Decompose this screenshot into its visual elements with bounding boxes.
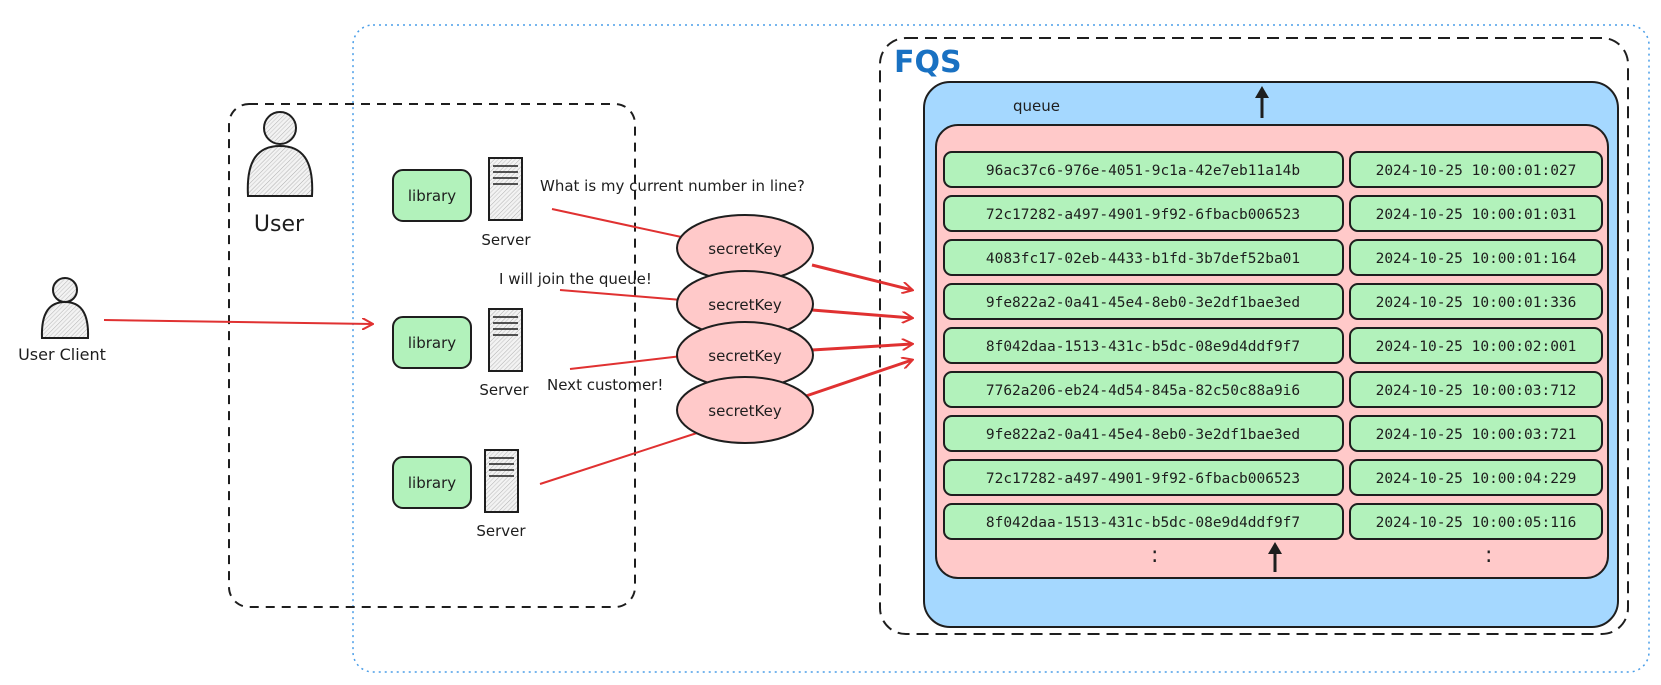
queue-entry-row: 72c17282-a497-4901-9f92-6fbacb006523 2024… <box>943 459 1603 496</box>
key-to-fqs-arrow-3 <box>811 344 912 352</box>
secret-key-3: secretKey <box>676 321 814 389</box>
library-box <box>392 169 472 222</box>
queue-label: queue <box>1013 97 1060 115</box>
message-next-customer: Next customer! <box>547 376 663 394</box>
entry-timestamp: 2024-10-25 10:00:03:712 <box>1376 383 1577 399</box>
user-group <box>228 103 636 608</box>
entry-id-box <box>943 239 1344 276</box>
entry-id: 96ac37c6-976e-4051-9c1a-42e7eb11a14b <box>986 163 1300 179</box>
server-to-key-line-4 <box>539 431 701 485</box>
server-label: Server <box>479 381 529 399</box>
fqs-title: FQS <box>894 45 962 80</box>
entry-timestamp-box <box>1349 415 1603 452</box>
entry-id: 72c17282-a497-4901-9f92-6fbacb006523 <box>986 207 1300 223</box>
user-client-label: User Client <box>18 345 106 364</box>
entry-id: 8f042daa-1513-431c-b5dc-08e9d4ddf9f7 <box>986 515 1300 531</box>
entry-timestamp-box <box>1349 151 1603 188</box>
library-box <box>392 316 472 369</box>
entry-timestamp-box <box>1349 283 1603 320</box>
entry-timestamp: 2024-10-25 10:00:01:027 <box>1376 163 1577 179</box>
service-instance-1: library Server <box>392 157 531 249</box>
server-icon <box>488 308 523 372</box>
queue-entry-row: 9fe822a2-0a41-45e4-8eb0-3e2df1bae3ed 2024… <box>943 415 1603 452</box>
secret-key-label: secretKey <box>708 296 782 314</box>
queue-entry-row: 7762a206-eb24-4d54-845a-82c50c88a9i6 2024… <box>943 371 1603 408</box>
entry-id-box <box>943 415 1344 452</box>
entry-id: 9fe822a2-0a41-45e4-8eb0-3e2df1bae3ed <box>986 427 1300 443</box>
entry-timestamp-box <box>1349 239 1603 276</box>
entry-id-box <box>943 327 1344 364</box>
client-to-library-arrow <box>103 320 372 324</box>
message-join-queue: I will join the queue! <box>499 270 652 288</box>
entry-id-box <box>943 283 1344 320</box>
secret-key-1: secretKey <box>676 214 814 282</box>
user-label: User <box>254 212 305 237</box>
queue-rows: 96ac37c6-976e-4051-9c1a-42e7eb11a14b 2024… <box>943 151 1603 540</box>
secret-key-label: secretKey <box>708 240 782 258</box>
library-label: library <box>408 334 456 352</box>
entry-id-box <box>943 503 1344 540</box>
entry-id-box <box>943 195 1344 232</box>
secret-key-label: secretKey <box>708 347 782 365</box>
server-to-key-line-3 <box>569 355 683 370</box>
server-icon <box>488 157 523 221</box>
user-icon <box>246 111 314 197</box>
entry-id-box <box>943 151 1344 188</box>
entry-timestamp: 2024-10-25 10:00:02:001 <box>1376 339 1577 355</box>
entry-id: 7762a206-eb24-4d54-845a-82c50c88a9i6 <box>986 383 1300 399</box>
user-client-icon <box>40 277 90 339</box>
service-instance-2: library Server <box>392 308 529 399</box>
server-icon <box>484 449 519 513</box>
system-boundary <box>352 24 1650 673</box>
entry-timestamp: 2024-10-25 10:00:01:031 <box>1376 207 1577 223</box>
library-label: library <box>408 474 456 492</box>
secret-key-label: secretKey <box>708 402 782 420</box>
server-label: Server <box>481 231 531 249</box>
entry-timestamp: 2024-10-25 10:00:04:229 <box>1376 471 1577 487</box>
queue-entry-row: 9fe822a2-0a41-45e4-8eb0-3e2df1bae3ed 2024… <box>943 283 1603 320</box>
key-to-fqs-arrow-1 <box>811 263 912 290</box>
library-box <box>392 456 472 509</box>
fqs-group <box>879 37 1629 635</box>
queue-top-arrow-icon <box>1255 86 1269 118</box>
secret-key-4: secretKey <box>676 376 814 444</box>
entry-timestamp: 2024-10-25 10:00:01:164 <box>1376 251 1577 267</box>
queue-entry-row: 8f042daa-1513-431c-b5dc-08e9d4ddf9f7 2024… <box>943 327 1603 364</box>
entry-id: 4083fc17-02eb-4433-b1fd-3b7def52ba01 <box>986 251 1300 267</box>
key-to-fqs-arrow-4 <box>805 360 912 398</box>
entry-timestamp-box <box>1349 195 1603 232</box>
entry-timestamp-box <box>1349 503 1603 540</box>
server-to-key-line-1 <box>551 208 687 239</box>
queue-entry-row: 72c17282-a497-4901-9f92-6fbacb006523 2024… <box>943 195 1603 232</box>
queue-bottom-arrow-icon <box>1268 542 1282 572</box>
library-label: library <box>408 187 456 205</box>
entry-id: 8f042daa-1513-431c-b5dc-08e9d4ddf9f7 <box>986 339 1300 355</box>
service-instance-3: library Server <box>392 449 526 540</box>
key-to-fqs-arrow-2 <box>811 308 912 318</box>
queue-entry-row: 96ac37c6-976e-4051-9c1a-42e7eb11a14b 2024… <box>943 151 1603 188</box>
entry-id-box <box>943 459 1344 496</box>
queue-entry-row: 4083fc17-02eb-4433-b1fd-3b7def52ba01 2024… <box>943 239 1603 276</box>
entry-id: 9fe822a2-0a41-45e4-8eb0-3e2df1bae3ed <box>986 295 1300 311</box>
server-to-key-line-2 <box>559 289 683 301</box>
message-current-number: What is my current number in line? <box>540 177 805 195</box>
queue-entry-row: 8f042daa-1513-431c-b5dc-08e9d4ddf9f7 2024… <box>943 503 1603 540</box>
ellipsis-right: : <box>1485 543 1492 568</box>
server-label: Server <box>476 522 526 540</box>
entry-id: 72c17282-a497-4901-9f92-6fbacb006523 <box>986 471 1300 487</box>
entry-timestamp-box <box>1349 371 1603 408</box>
entry-timestamp-box <box>1349 327 1603 364</box>
entry-timestamp-box <box>1349 459 1603 496</box>
entry-id-box <box>943 371 1344 408</box>
entry-timestamp: 2024-10-25 10:00:01:336 <box>1376 295 1577 311</box>
entry-timestamp: 2024-10-25 10:00:05:116 <box>1376 515 1577 531</box>
entry-timestamp: 2024-10-25 10:00:03:721 <box>1376 427 1577 443</box>
ellipsis-left: : <box>1151 543 1158 568</box>
